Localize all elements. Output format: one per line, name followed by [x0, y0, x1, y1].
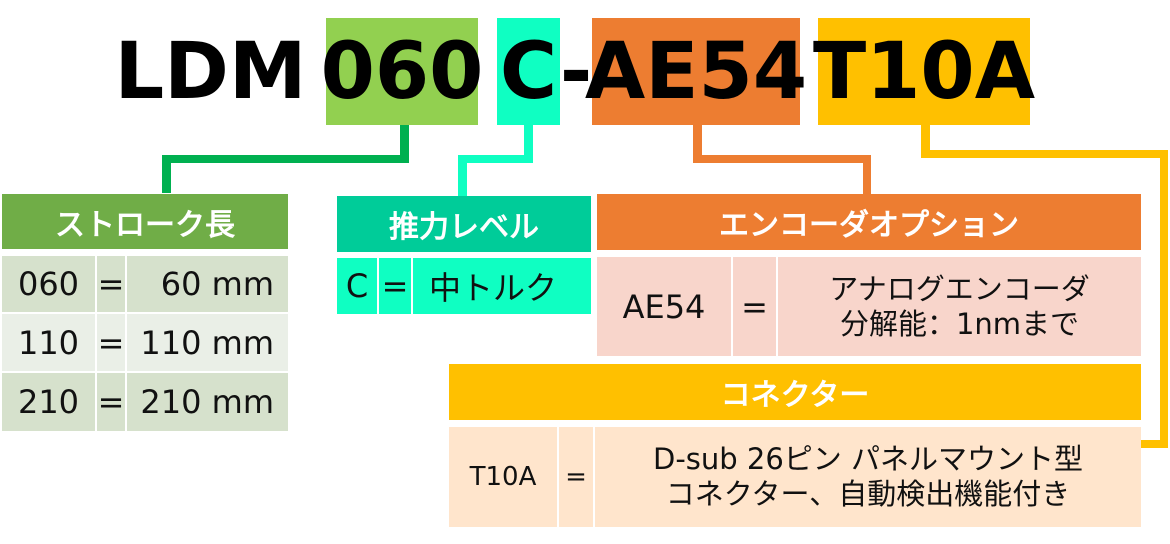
- stroke-code-box: 060: [321, 18, 483, 125]
- encoder-value-line1: アナログエンコーダ: [829, 271, 1090, 306]
- encoder-eq-cell: =: [733, 257, 776, 356]
- stroke-value-cell: 110 mm: [127, 314, 288, 371]
- connector-eq-cell: =: [559, 427, 593, 527]
- model-prefix: LDM: [114, 26, 307, 117]
- connector-code-box: T10A: [813, 18, 1035, 125]
- encoder-code-cell: AE54: [597, 257, 731, 356]
- thrust-code-box: C: [497, 18, 560, 125]
- stroke-code-cell: 110: [2, 314, 95, 371]
- encoder-value-line2: 分解能：1nmまで: [839, 306, 1080, 341]
- connector-value-cell: D-sub 26ピン パネルマウント型 コネクター、自動検出機能付き: [595, 427, 1141, 527]
- connector-code-cell: T10A: [449, 427, 557, 527]
- code-dash: -: [559, 26, 593, 117]
- thrust-table-header: 推力レベル: [337, 196, 591, 252]
- connector-value-line2: コネクター、自動検出機能付き: [665, 477, 1071, 511]
- stroke-code-cell: 060: [2, 256, 95, 312]
- connector-value-line1: D-sub 26ピン パネルマウント型: [652, 442, 1084, 477]
- stroke-eq-cell: =: [97, 314, 125, 371]
- stroke-eq-cell: =: [97, 256, 125, 312]
- stroke-value-cell: 60 mm: [127, 256, 288, 312]
- encoder-table-header: エンコーダオプション: [597, 194, 1141, 250]
- stroke-value-cell: 210 mm: [127, 373, 288, 431]
- thrust-code-cell: C: [337, 258, 377, 314]
- stroke-eq-cell: =: [97, 373, 125, 431]
- thrust-eq-cell: =: [379, 258, 411, 314]
- encoder-value-cell: アナログエンコーダ 分解能：1nmまで: [778, 257, 1141, 356]
- thrust-value-cell: 中トルク: [413, 258, 591, 314]
- stroke-table-header: ストローク長: [2, 194, 288, 249]
- stroke-code-cell: 210: [2, 373, 95, 431]
- connector-table-header: コネクター: [449, 364, 1141, 420]
- encoder-code-box: AE54: [585, 18, 807, 125]
